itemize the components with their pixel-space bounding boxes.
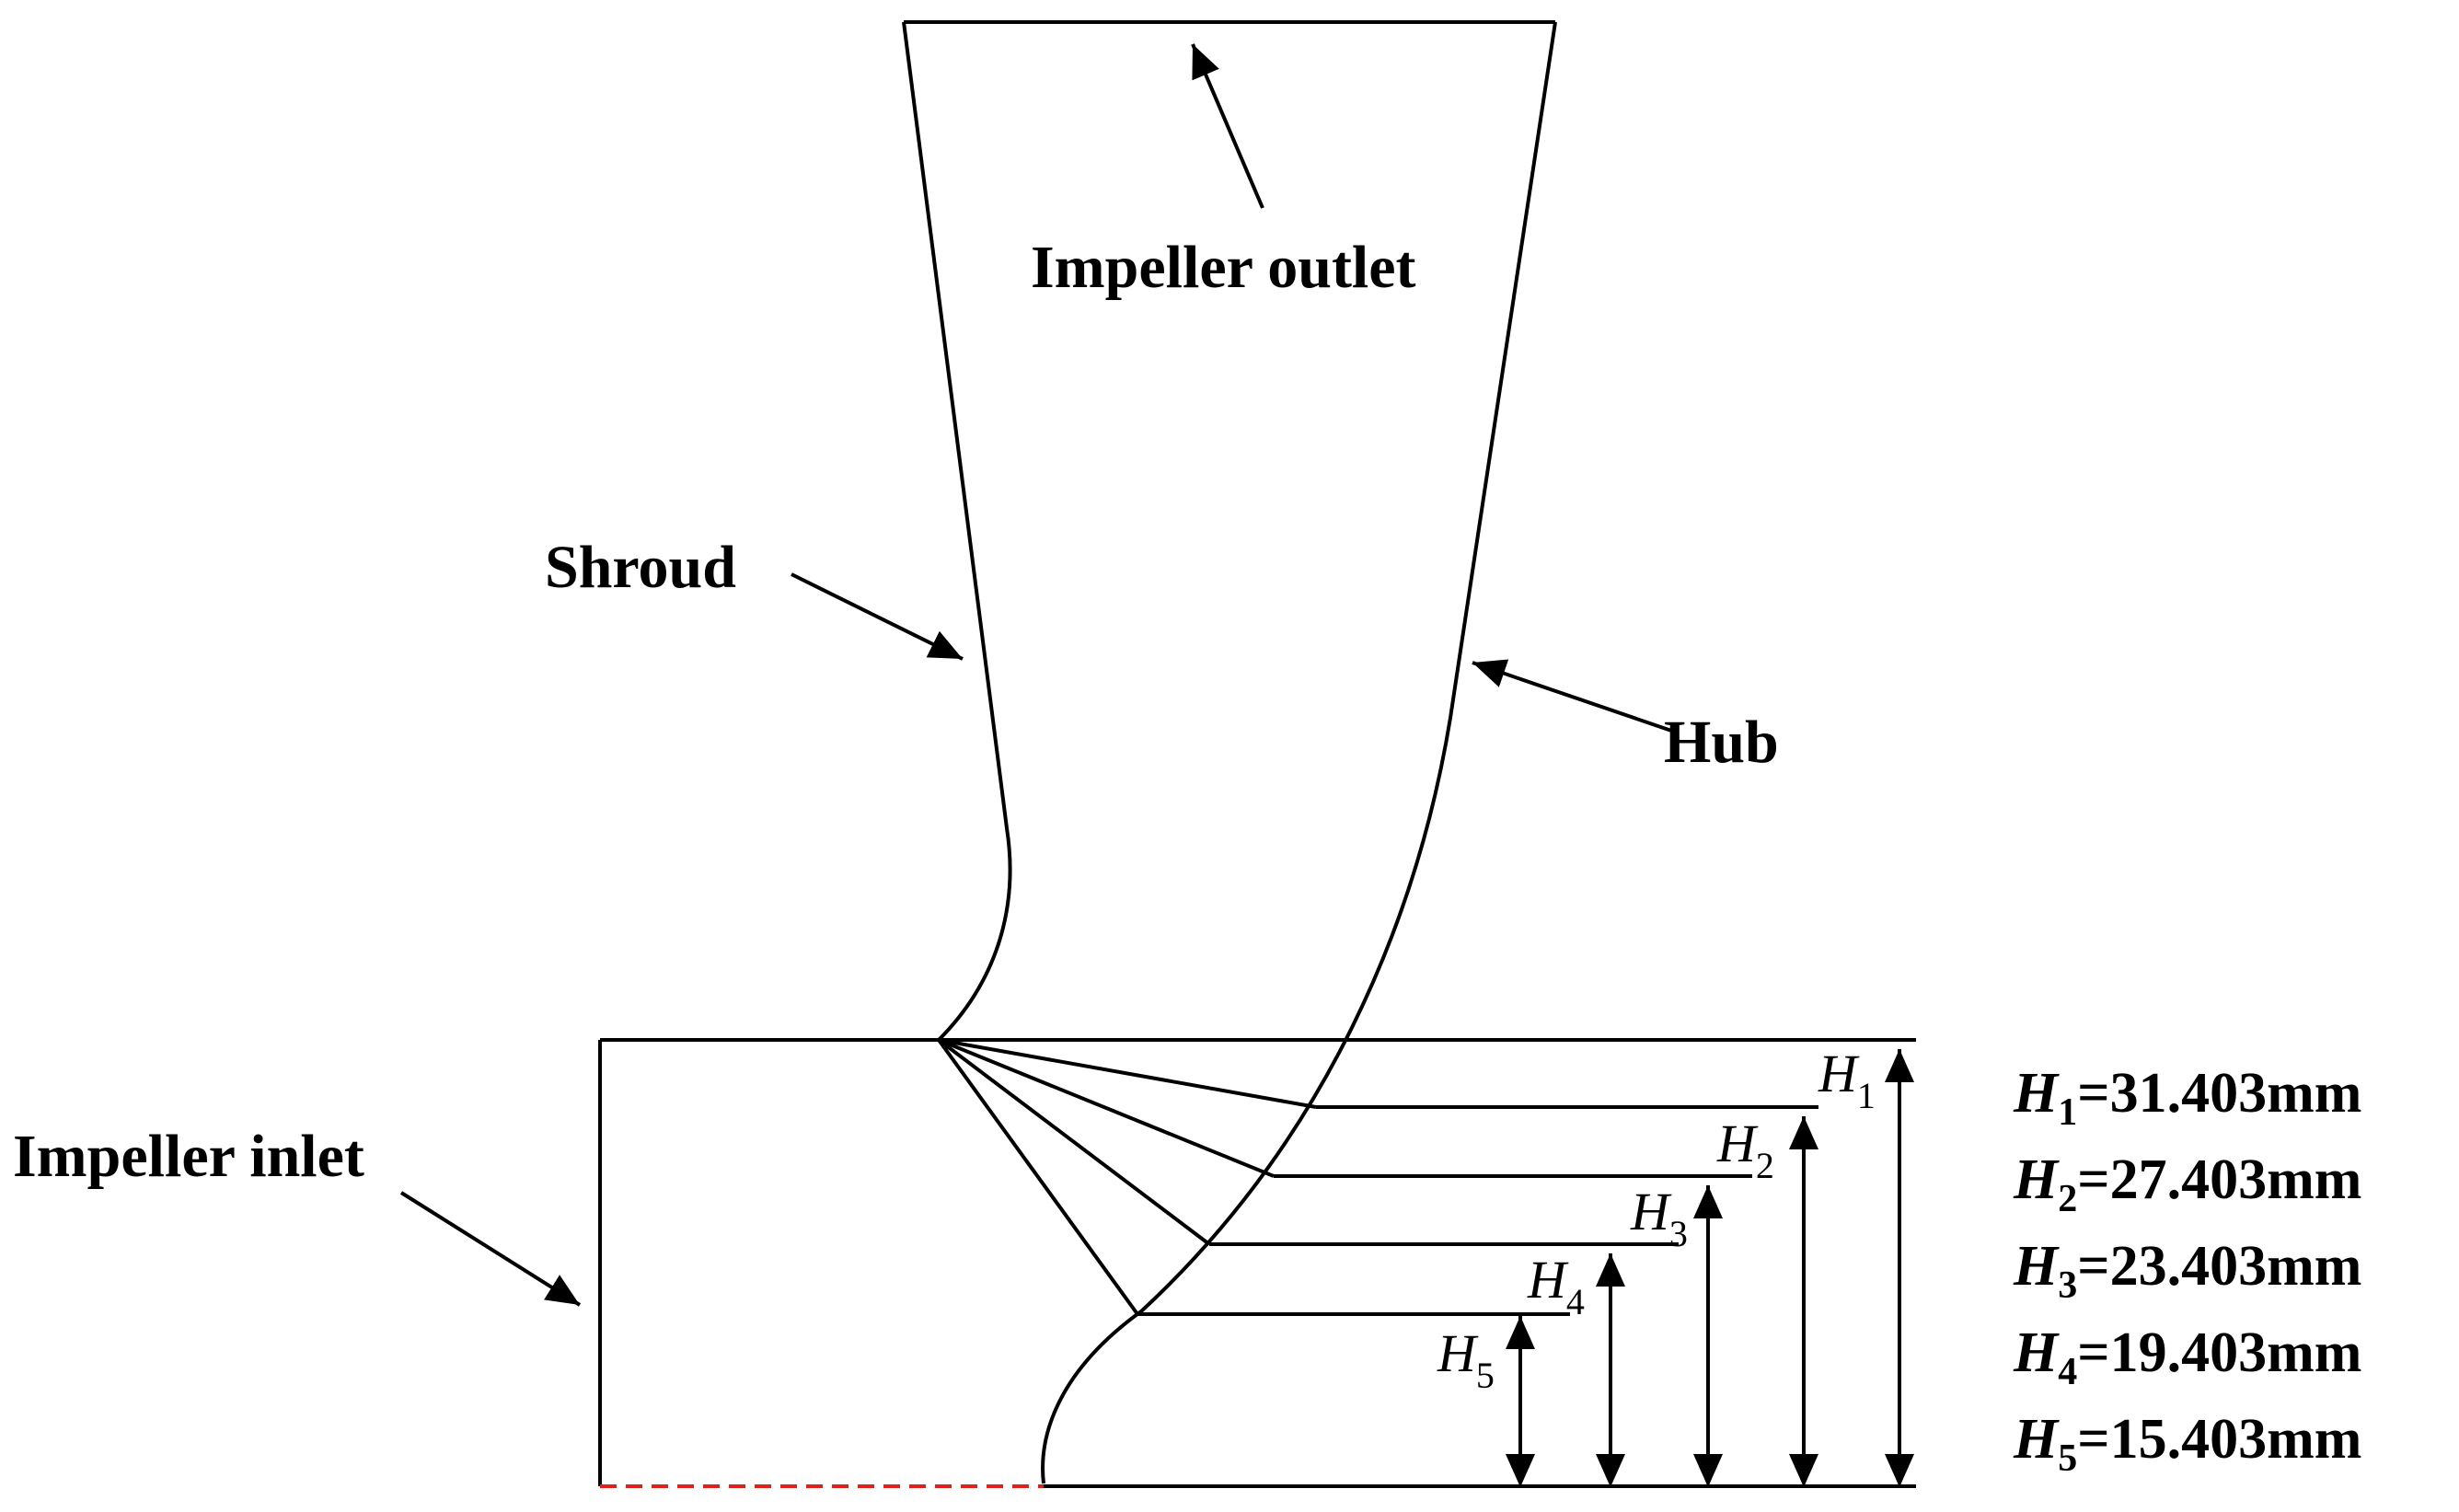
height-values-legend: H1=31.403mmH2=27.403mmH3=23.403mmH4=19.4… [2013, 1062, 2361, 1480]
height-value-h5: H5=15.403mm [2013, 1408, 2361, 1480]
shroud-label: Shroud [545, 534, 736, 601]
height-value-h2: H2=27.403mm [2013, 1148, 2361, 1220]
shroud-curve [902, 21, 1012, 1042]
hub-pointer-arrow [1472, 659, 1678, 734]
dim-tag-h4: H4 [1527, 1250, 1585, 1322]
inlet-pointer-arrow [399, 1191, 582, 1307]
dim-tag-h1: H1 [1818, 1044, 1876, 1116]
dim-tag-h3: H3 [1630, 1182, 1688, 1254]
height-value-h4: H4=19.403mm [2013, 1322, 2361, 1393]
impeller-outlet-label: Impeller outlet [1031, 234, 1416, 301]
height-value-h3: H3=23.403mm [2013, 1235, 2361, 1307]
dim-tag-h2: H2 [1716, 1114, 1774, 1186]
outlet-pointer-arrow [1191, 43, 1264, 209]
impeller-inlet-label: Impeller inlet [13, 1123, 364, 1190]
shroud-pointer-arrow [791, 572, 964, 661]
hub-label: Hub [1664, 709, 1779, 776]
height-value-h1: H1=31.403mm [2013, 1062, 2361, 1134]
leading-edge-lines [937, 1038, 1317, 1316]
dim-tag-h5: H5 [1437, 1323, 1495, 1396]
dimension-arrows [1506, 1049, 1914, 1487]
hub-curve [1041, 21, 1557, 1484]
